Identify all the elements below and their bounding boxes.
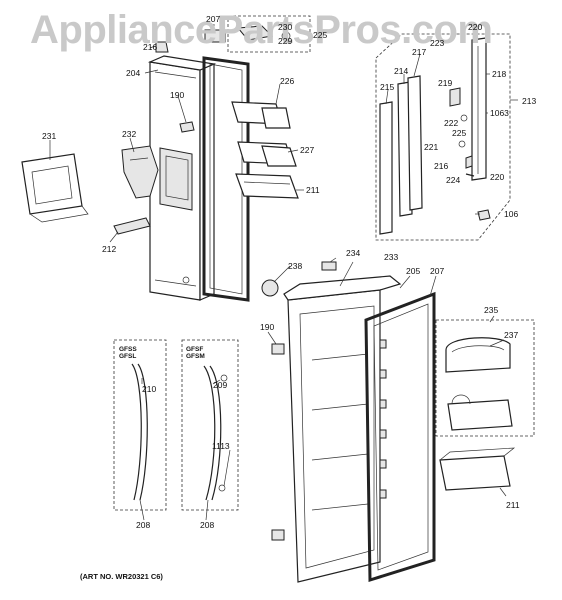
callout-230: 230 [278,22,293,32]
callout-234: 234 [346,248,361,258]
callout-235: 235 [484,305,499,315]
trim-kit-box-213 [375,33,518,241]
callout-225-right: 225 [452,128,467,138]
callout-225-top: 225 [313,30,328,40]
callout-211-top: 211 [306,185,320,195]
callout-1063: 1063 [490,108,509,118]
callout-207-top: 207 [206,14,221,24]
callout-221: 221 [424,142,439,152]
watermark: AppliancePartsPros.com [30,8,493,52]
callout-231: 231 [42,131,57,141]
model-tag-left: GFSS GFSL [119,346,137,360]
shelf-clips [379,339,387,499]
callout-214: 214 [394,66,409,76]
model-tag-left-line1: GFSS [119,346,137,353]
callout-223: 223 [430,38,445,48]
callout-220-top: 220 [468,22,483,32]
callout-190-bottom: 190 [260,322,275,332]
callout-213: 213 [522,96,537,106]
leader-lines [49,24,507,521]
callout-224: 224 [446,175,461,185]
callout-208-right: 208 [200,520,215,530]
trim-strip-217 [407,75,423,211]
dispenser-cover-231 [21,153,89,223]
callout-219: 219 [438,78,453,88]
callout-212: 212 [102,244,117,254]
hinge-216 [155,41,169,53]
callout-205: 205 [406,266,421,276]
callout-229: 229 [278,36,293,46]
callout-211-bottom: 211 [506,500,520,510]
callout-227: 227 [300,145,315,155]
door-bins-left [231,101,299,199]
callout-232: 232 [122,129,137,139]
screws-190-lower [271,343,285,541]
bin-box-235 [435,319,535,437]
callout-218: 218 [492,69,507,79]
model-tag-left-line2: GFSL [119,353,137,360]
callout-190-top: 190 [170,90,185,100]
callout-209: 209 [213,380,228,390]
trim-strip-215 [379,101,393,235]
callout-220-right: 220 [490,172,505,182]
callout-216-top: 216 [143,42,158,52]
freezer-door-gasket [202,56,250,302]
fresh-food-door-top-cap-233 [283,275,402,301]
callout-204: 204 [126,68,141,78]
callout-233: 233 [384,252,399,262]
hinge-cover-207-top [204,29,226,43]
small-hardware [449,87,491,221]
callout-222: 222 [444,118,459,128]
callout-238: 238 [288,261,303,271]
model-tag-right: GFSF GFSM [186,346,205,360]
screw-234 [321,261,337,271]
handle-kit-left-box [113,339,167,511]
model-tag-right-line2: GFSM [186,353,205,360]
actuator-212 [113,217,151,235]
model-tag-right-line1: GFSF [186,346,204,353]
handle-kit-right-box [181,339,239,511]
cap-238 [261,279,279,297]
door-bin-211-lower [439,447,516,491]
callout-207-bottom: 207 [430,266,445,276]
art-number: (ART NO. WR20321 C6) [80,572,163,581]
callout-215: 215 [380,82,395,92]
callout-226: 226 [280,76,295,86]
callout-210: 210 [142,384,157,394]
callout-217: 217 [412,47,427,57]
dispenser-recess [159,147,193,284]
callout-1113: 1113 [212,441,230,451]
channel-218 [471,37,487,181]
callout-106: 106 [504,209,519,219]
callout-208-left: 208 [136,520,151,530]
fresh-food-door-gasket-207 [364,291,436,583]
callout-216-right: 216 [434,161,449,171]
hinge-kit-dashed-box [227,15,311,53]
screw-190-upper [179,121,195,133]
callout-237: 237 [504,330,519,340]
dispenser-funnel-232 [121,145,159,199]
